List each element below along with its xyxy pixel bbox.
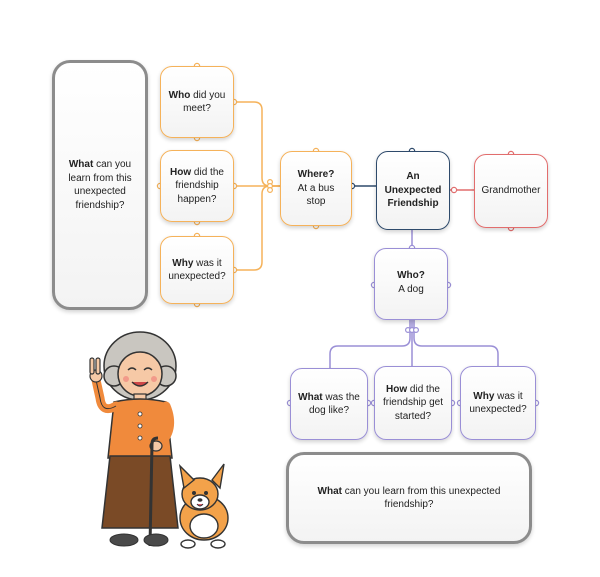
how-started-keyword: How — [386, 383, 408, 395]
center-topic-box: An Unexpected Friendship — [376, 151, 450, 230]
question-why-dog-unexpected: Why was it unexpected? — [460, 366, 536, 440]
reflection-bottom-keyword: What — [317, 485, 342, 497]
who-met-keyword: Who — [168, 89, 191, 101]
connector-who-where — [234, 101, 280, 187]
grandmother-text: Grandmother — [481, 185, 541, 197]
connector-who-why — [413, 320, 499, 368]
what-dog-keyword: What — [298, 391, 323, 403]
reflection-left-text: can you learn from this unexpected frien… — [68, 159, 132, 211]
question-what-dog-like: What was the dog like? — [290, 368, 368, 440]
question-who-met: Who did you meet? — [160, 66, 234, 138]
question-why-unexpected: Why was it unexpected? — [160, 236, 234, 304]
question-how-happen: How did the friendship happen? — [160, 150, 234, 222]
how-happen-text: did the friendship happen? — [175, 166, 224, 205]
why-dog-text: was it unexpected? — [469, 390, 527, 416]
connector-who-what — [329, 320, 411, 368]
connector-why-where — [234, 185, 280, 271]
reflection-box-left: What can you learn from this unexpected … — [52, 60, 148, 310]
question-how-started: How did the friendship get started? — [374, 366, 452, 440]
how-started-text: did the friendship get started? — [382, 383, 444, 422]
reflection-left-keyword: What — [68, 159, 94, 170]
who-dog-box: Who? A dog — [374, 248, 448, 320]
what-dog-text: was the dog like? — [308, 391, 360, 417]
center-topic-title: An Unexpected Friendship — [384, 171, 442, 210]
who-met-text: did you meet? — [183, 89, 226, 115]
why-unexpected-text: was it unexpected? — [168, 257, 226, 283]
how-happen-keyword: How — [170, 166, 192, 178]
who-dog-text: A dog — [398, 283, 424, 295]
who-dog-keyword: Who? — [397, 270, 425, 281]
where-text: At a bus stop — [297, 182, 335, 208]
grandmother-dog-illustration — [89, 331, 229, 549]
why-unexpected-keyword: Why — [172, 257, 194, 269]
reflection-box-bottom: What can you learn from this unexpected … — [286, 452, 532, 544]
grandmother-box: Grandmother — [474, 154, 548, 228]
why-dog-keyword: Why — [473, 390, 495, 402]
reflection-bottom-text: can you learn from this unexpected frien… — [342, 485, 501, 511]
where-box: Where?At a bus stop — [280, 151, 352, 226]
where-keyword: Where? — [297, 169, 335, 181]
